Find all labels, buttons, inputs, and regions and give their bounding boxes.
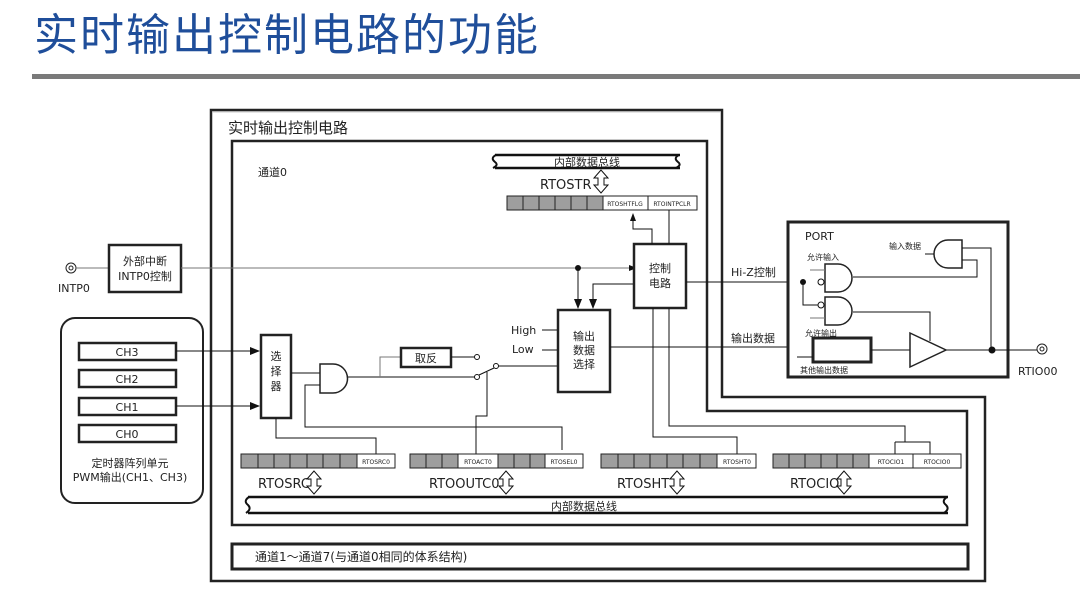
other-channels-label: 通道1～通道7(与通道0相同的体系结构) <box>255 549 467 564</box>
enable-output-label: 允许输出 <box>805 328 837 338</box>
output-buffer-icon <box>909 331 948 369</box>
bus-bottom-label: 内部数据总线 <box>551 499 617 513</box>
rtooutc0-label: RTOOUTC0 <box>429 477 500 492</box>
bit-rtosrc0: RTOSRC0 <box>362 459 390 466</box>
internal-bus-top: 内部数据总线 <box>491 153 681 170</box>
register-rtocio: RTOCIO1 RTOCIO0 <box>772 453 962 469</box>
title-divider <box>32 74 1080 79</box>
bus-top-label: 内部数据总线 <box>554 155 620 169</box>
bit-rtocio0: RTOCIO0 <box>924 459 951 466</box>
channel-ch0: CH0 <box>116 428 139 441</box>
rtosht-label: RTOSHT <box>617 477 669 492</box>
enable-output-gate-icon <box>824 296 853 326</box>
selector-block <box>259 333 293 420</box>
channel-label: 通道0 <box>258 165 287 179</box>
selector-char2: 择 <box>271 364 282 378</box>
rtostr-bus-arrow <box>592 169 610 194</box>
channel-ch2: CH2 <box>116 373 139 386</box>
control-line2: 电路 <box>649 277 671 290</box>
bit-rtosel0: RTOSEL0 <box>551 459 578 466</box>
outer-frame-label: 实时输出控制电路 <box>228 119 348 137</box>
channel-ch3: CH3 <box>116 346 139 359</box>
input-data-label: 输入数据 <box>889 241 921 251</box>
intp0-control-block <box>107 243 183 294</box>
intp0-pin-label: INTP0 <box>58 282 90 295</box>
intp0-block-line1: 外部中断 <box>123 254 167 268</box>
input-and-gate-icon <box>933 239 963 269</box>
channel-frame <box>230 139 969 527</box>
output-select-line3: 选择 <box>573 357 595 371</box>
hiz-control-label: Hi-Z控制 <box>731 265 776 279</box>
low-label: Low <box>512 343 534 356</box>
rtooutc0-bus-arrow <box>497 470 515 495</box>
switch-icon <box>474 354 499 380</box>
rtio00-pin-icon <box>1036 343 1048 355</box>
selector-char3: 器 <box>271 380 282 393</box>
enable-input-label: 允许输入 <box>807 252 839 262</box>
rtosrc-bus-arrow <box>305 470 323 495</box>
control-circuit-block <box>632 242 688 310</box>
register-rtosht: RTOSHT0 <box>600 453 757 469</box>
internal-bus-bottom: 内部数据总线 <box>244 495 949 515</box>
rtio00-pin-label: RTIO00 <box>1018 365 1057 378</box>
bit-rtoshtflg: RTOSHTFLG <box>607 201 643 208</box>
output-data-label: 输出数据 <box>731 331 775 345</box>
port-label: PORT <box>805 230 834 243</box>
rtostr-register: RTOSHTFLG RTOINTPCLR <box>506 195 698 211</box>
timer-caption-line2: PWM输出(CH1、CH3) <box>73 470 188 484</box>
control-line1: 控制 <box>649 261 671 275</box>
rtocio-label: RTOCIO <box>790 477 839 492</box>
intp0-block-line2: INTP0控制 <box>118 269 172 283</box>
other-output-data-label: 其他输出数据 <box>800 365 848 375</box>
rtostr-label: RTOSTR <box>540 178 592 193</box>
output-select-line2: 数据 <box>573 343 595 357</box>
bit-rtointpclr: RTOINTPCLR <box>653 201 690 208</box>
enable-input-gate-icon <box>824 263 853 293</box>
rtosrc-label: RTOSRC <box>258 477 310 492</box>
intp0-pin-icon <box>65 262 77 274</box>
bit-rtocio1: RTOCIO1 <box>878 459 905 466</box>
output-data-select-block <box>556 308 612 394</box>
outer-frame <box>209 108 987 583</box>
selector-char1: 选 <box>271 350 282 363</box>
high-label: High <box>511 324 536 337</box>
bit-rtosht0: RTOSHT0 <box>723 459 751 466</box>
rtocio-bus-arrow <box>835 470 853 495</box>
other-channels-box <box>230 542 970 571</box>
timer-caption-line1: 定时器阵列单元 <box>92 456 169 470</box>
invert-label: 取反 <box>415 352 437 365</box>
page-title: 实时输出控制电路的功能 <box>34 10 540 61</box>
bit-rtoact0: RTOACT0 <box>464 459 492 466</box>
port-output-mux <box>811 336 873 364</box>
register-rtosrc: RTOSRC0 <box>240 453 396 469</box>
rtosht-bus-arrow <box>668 470 686 495</box>
output-select-line1: 输出 <box>573 329 595 343</box>
register-rtooutc0: RTOACT0 RTOSEL0 <box>409 453 584 469</box>
and-gate-icon <box>319 363 349 394</box>
channel-ch1: CH1 <box>116 401 139 414</box>
